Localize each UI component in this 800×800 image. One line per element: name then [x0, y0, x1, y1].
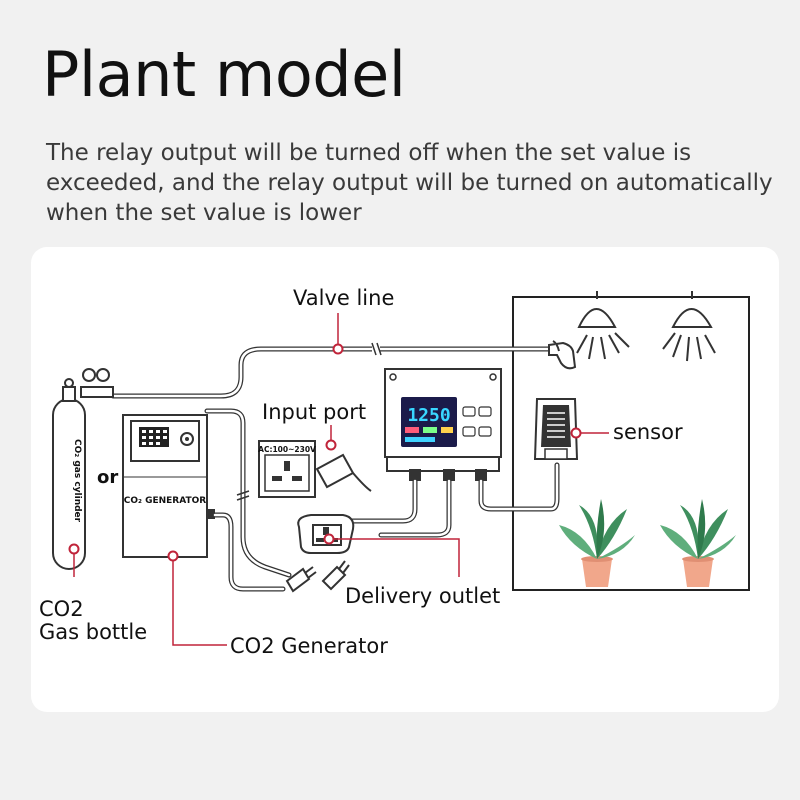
sensor-device — [533, 398, 579, 460]
callout-lines — [73, 313, 609, 646]
grow-lamp-icon — [662, 291, 716, 362]
diagram-card: CO₂ gas cylinder CO₂ GENERATOR — [31, 247, 779, 712]
callout-dots — [68, 343, 582, 562]
grow-lamp-icon — [576, 291, 630, 360]
page-title: Plant model — [42, 38, 406, 111]
break-mark-icon — [236, 490, 250, 501]
description-line: The relay output will be turned off when… — [46, 140, 692, 166]
break-mark-icon — [371, 342, 382, 356]
controller-display-value: 1250 — [407, 405, 450, 426]
co2-cylinder-icon: CO₂ gas cylinder — [52, 368, 114, 570]
plant-model-diagram: CO₂ gas cylinder CO₂ GENERATOR — [39, 286, 750, 658]
page-description: The relay output will be turned off when… — [46, 138, 786, 228]
input-plug-icon — [315, 453, 372, 492]
label-valve-line: Valve line — [293, 286, 394, 310]
description-line: exceeded, and the relay output will be t… — [46, 170, 773, 196]
hand-icon — [548, 340, 577, 370]
label-or: or — [97, 467, 118, 488]
wall-socket-icon: AC:100~230V — [258, 440, 316, 498]
co2-generator-device: CO₂ GENERATOR — [122, 414, 215, 558]
label-delivery-outlet: Delivery outlet — [345, 584, 500, 608]
description-line: when the set value is lower — [46, 200, 362, 226]
delivery-outlet-icon — [297, 514, 355, 554]
label-input-port: Input port — [262, 400, 366, 424]
plant-icon — [559, 499, 635, 587]
cylinder-label: CO₂ gas cylinder — [72, 439, 82, 523]
plug-icon — [285, 566, 317, 593]
controller-device: 1250 — [384, 368, 502, 481]
label-sensor: sensor — [613, 420, 683, 444]
label-co2-bottle-line2: Gas bottle — [39, 620, 147, 644]
generator-panel-label: CO₂ GENERATOR — [124, 496, 207, 506]
socket-voltage-label: AC:100~230V — [258, 445, 316, 454]
label-co2-bottle-line1: CO2 — [39, 597, 84, 621]
label-co2-generator: CO2 Generator — [230, 634, 388, 658]
plug-icon — [321, 560, 350, 591]
plant-icon — [660, 499, 736, 587]
